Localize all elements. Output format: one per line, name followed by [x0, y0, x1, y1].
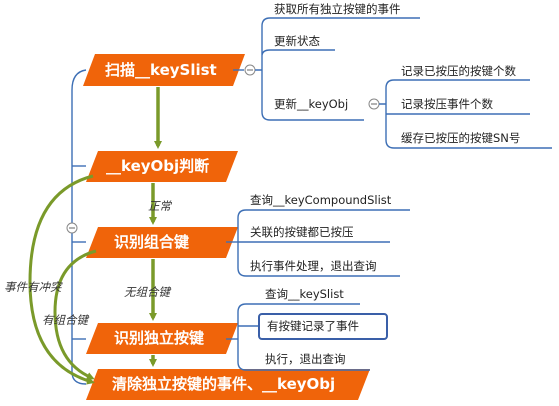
single-branch-lines [237, 303, 370, 371]
leaf-combo-execute: 执行事件处理，退出查询 [250, 259, 377, 273]
node-judge-label: __keyObj判断 [106, 157, 210, 175]
node-scan-shape[interactable] [83, 54, 245, 86]
leaf-update-state: 更新状态 [274, 34, 320, 48]
leaf-cache-sn: 缓存已按压的按键SN号 [401, 131, 521, 145]
combo-branch-lines [237, 209, 410, 277]
scan-branch-lines [255, 17, 420, 121]
edge-label-no-combo: 无组合键 [124, 285, 170, 299]
edge-label-has-combo: 有组合键 [42, 313, 88, 327]
leaf-combo-all-pressed: 关联的按键都已按压 [250, 225, 354, 239]
node-clear-label: 清除独立按键的事件、__keyObj [112, 375, 336, 393]
node-combo-label: 识别组合键 [114, 233, 190, 251]
node-judge-shape[interactable] [86, 151, 238, 182]
edge-label-normal: 正常 [148, 199, 171, 213]
leaf-record-event-count: 记录按压事件个数 [401, 97, 493, 111]
flow-arrow-conflict [28, 174, 95, 385]
node-combo-shape[interactable] [86, 227, 238, 258]
leaf-record-pressed-count: 记录已按压的按键个数 [401, 64, 516, 78]
leaf-combo-query: 查询__keyCompoundSlist [250, 193, 392, 207]
highlight-box [258, 313, 388, 340]
leaf-get-events: 获取所有独立按键的事件 [274, 2, 401, 16]
leaf-single-has-event: 有按键记录了事件 [267, 319, 359, 333]
leaf-single-execute: 执行，退出查询 [265, 352, 346, 366]
flow-arrow-has-combo [53, 249, 97, 380]
keyobj-branch-lines [379, 79, 552, 149]
node-single-label: 识别独立按键 [114, 329, 205, 347]
leaf-update-keyobj: 更新__keyObj [274, 97, 349, 111]
leaf-single-query: 查询__keySlist [265, 287, 344, 301]
node-clear-shape[interactable] [86, 369, 370, 400]
edge-label-conflict: 事件有冲突 [4, 280, 62, 294]
node-scan-label: 扫描__keySlist [105, 61, 217, 79]
node-single-shape[interactable] [86, 323, 238, 354]
